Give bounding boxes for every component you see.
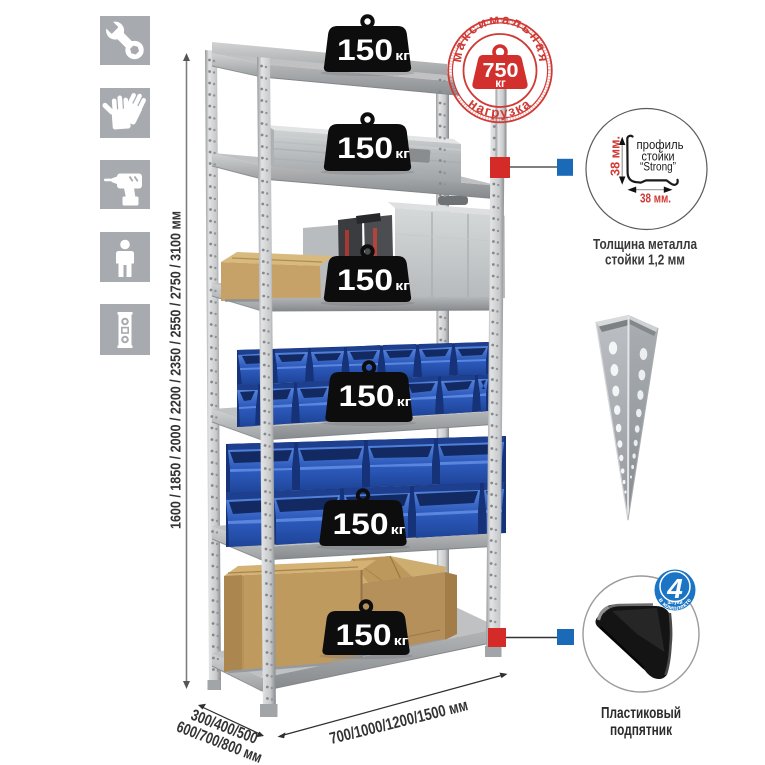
svg-text:150: 150: [336, 619, 392, 652]
svg-text:подпятник: подпятник: [610, 722, 673, 739]
svg-text:кг: кг: [395, 278, 410, 293]
svg-text:1600 / 1850 / 2000 / 2200 / 23: 1600 / 1850 / 2000 / 2200 / 2350 / 2550 …: [168, 211, 185, 529]
svg-text:стойки: стойки: [642, 148, 675, 163]
svg-text:кг: кг: [495, 78, 506, 90]
svg-text:кг: кг: [391, 522, 406, 537]
svg-text:150: 150: [337, 264, 393, 297]
svg-text:38 мм.: 38 мм.: [640, 191, 671, 205]
svg-text:4: 4: [666, 573, 683, 604]
svg-text:кг: кг: [394, 633, 409, 648]
svg-text:кг: кг: [397, 394, 412, 409]
svg-text:стойки 1,2 мм: стойки 1,2 мм: [605, 252, 685, 269]
svg-text:кг: кг: [395, 146, 410, 161]
svg-text:150: 150: [337, 34, 393, 67]
svg-text:150: 150: [339, 380, 395, 413]
svg-text:“Strong”: “Strong”: [640, 160, 676, 174]
svg-text:штуки: штуки: [667, 600, 682, 606]
svg-text:150: 150: [337, 132, 393, 165]
svg-text:750: 750: [483, 59, 519, 82]
svg-text:Толщина металла: Толщина металла: [593, 236, 698, 253]
svg-text:38 мм.: 38 мм.: [609, 136, 623, 176]
svg-text:150: 150: [333, 508, 389, 541]
svg-text:Пластиковый: Пластиковый: [601, 705, 681, 722]
svg-text:профиль: профиль: [637, 137, 684, 152]
svg-text:кг: кг: [395, 48, 410, 63]
